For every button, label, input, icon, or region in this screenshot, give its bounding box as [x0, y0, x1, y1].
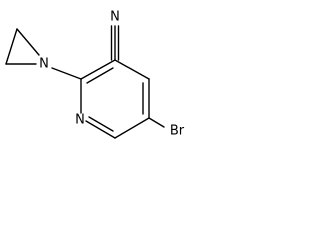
nitrile-nitrogen-label: N: [110, 10, 120, 25]
aziridine-nitrogen-label: N: [39, 57, 49, 72]
aziridine-ring: [5, 28, 40, 65]
ring-bond-c2-c3-inner: [86, 67, 114, 84]
pyridine-ring: [80, 59, 150, 139]
bond-c2-aziridine-nitrogen: [51, 67, 82, 80]
bond-c5-bromine: [148, 117, 165, 128]
ring-bond-c3-c4: [114, 59, 150, 80]
aziridine-bond-n-c-top: [16, 28, 40, 56]
chemical-structure-diagram: N N N Br: [5, 10, 185, 139]
bromine-label: Br: [170, 124, 185, 139]
ring-bond-c6-n1-inner: [88, 116, 114, 132]
nitrile-group: [110, 25, 120, 61]
ring-bond-c5-c6: [114, 117, 150, 139]
ring-bond-c2-c3: [80, 59, 116, 80]
ring-bond-c6-n1: [85, 120, 116, 139]
aziridine-bond-c-c: [5, 28, 18, 65]
pyridine-nitrogen-label: N: [75, 113, 85, 128]
